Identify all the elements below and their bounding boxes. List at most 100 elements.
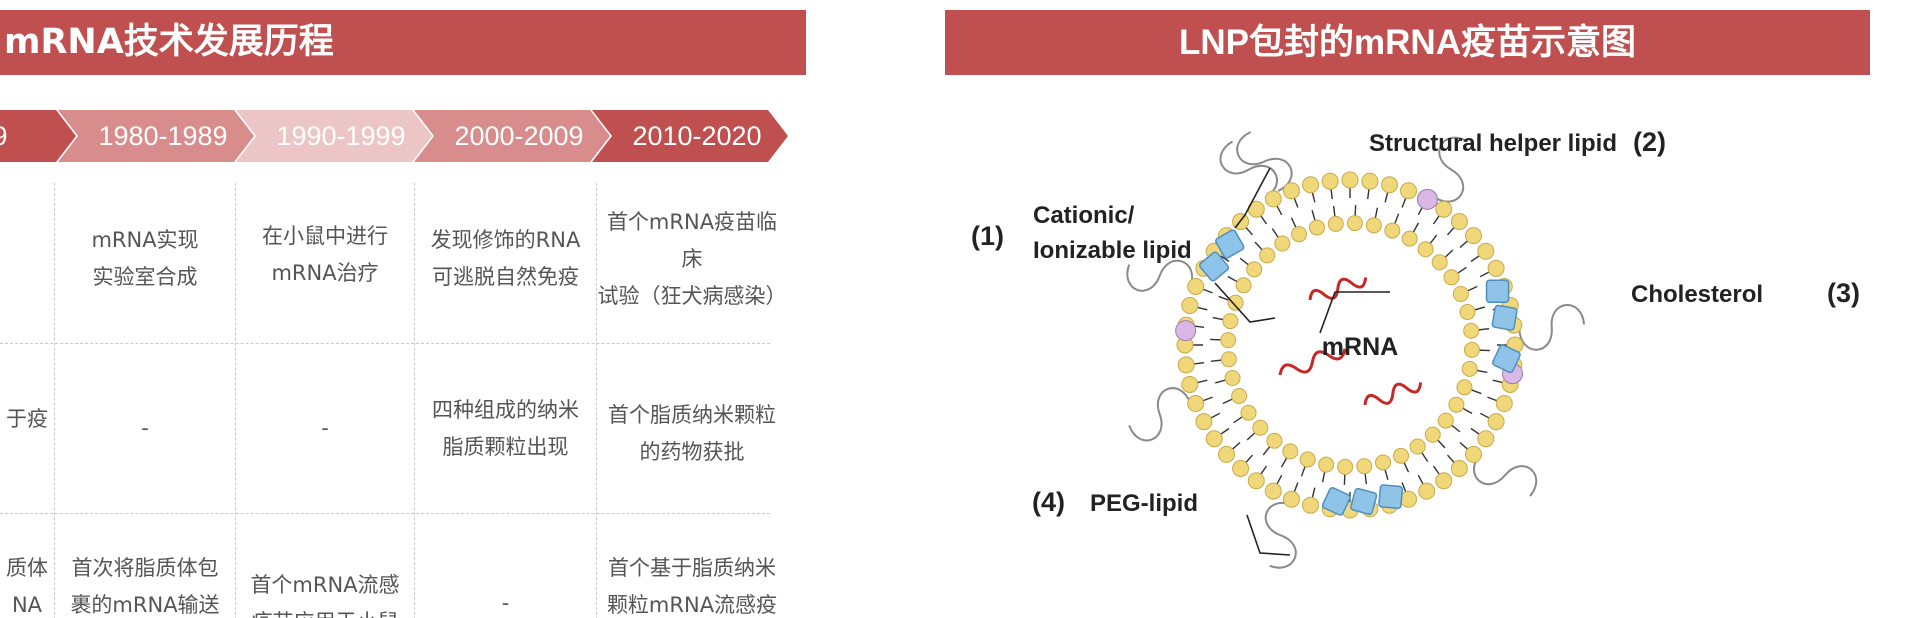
lipid-head <box>1231 387 1248 404</box>
table-cell: - <box>501 591 510 615</box>
lipid-head <box>1361 172 1379 190</box>
timeline-segment-2: 1980-1989 <box>58 110 254 162</box>
lipid-head <box>1463 322 1480 339</box>
peg-chain <box>1434 136 1468 203</box>
lipid-head <box>1302 496 1320 514</box>
table-cell: 在小鼠中进行 mRNA治疗 <box>262 224 388 285</box>
lipid-head <box>1266 432 1283 449</box>
lipid-head <box>1337 458 1354 475</box>
lipid-head <box>1450 460 1468 478</box>
lipid-head <box>1321 172 1339 190</box>
lipid-head <box>1401 230 1418 247</box>
lipid-head <box>1400 182 1418 200</box>
lipid-head <box>1220 332 1237 349</box>
leader-line-peg <box>1246 514 1291 556</box>
table-cell: 首次将脂质体包 裹的mRNA输送 <box>70 556 220 617</box>
lipid-head <box>1418 482 1436 500</box>
lipid-head <box>1274 235 1291 252</box>
timeline-segment-5: 2010-2020 <box>592 110 788 162</box>
timeline-bar: 979 1980-1989 1990-1999 2000-2009 2010-2… <box>0 110 810 162</box>
timeline-title: mRNA技术发展历程 <box>0 10 806 75</box>
table-cell <box>0 175 54 343</box>
lipid-head <box>1375 454 1392 471</box>
lipid-head <box>1437 412 1454 429</box>
helper-lipid <box>1416 188 1438 210</box>
column-divider <box>596 183 597 618</box>
table-cell: 首个mRNA流感 疫苗应用于小鼠 <box>250 573 400 618</box>
row-divider <box>0 343 770 344</box>
cholesterol-molecule <box>1491 304 1518 331</box>
lipid-head <box>1195 413 1213 431</box>
peg-chains <box>1126 131 1586 569</box>
table-cell: 于疫 <box>6 406 48 431</box>
label-peg-number: (4) <box>1032 487 1065 517</box>
lipid-head <box>1246 261 1263 278</box>
lipid-head <box>1356 458 1373 475</box>
lipid-head <box>1400 490 1418 508</box>
lipid-head <box>1247 472 1265 490</box>
peg-chain <box>1128 387 1192 442</box>
table-cell: 首个脂质纳米颗粒 的药物获批 <box>608 402 776 464</box>
cholesterol-molecule <box>1215 229 1245 259</box>
lipid-head <box>1365 217 1382 234</box>
cholesterol-molecule <box>1350 487 1378 515</box>
label-peg-lipid: PEG-lipid <box>1090 490 1198 517</box>
label-structural-number: (2) <box>1633 127 1666 157</box>
lipid-head <box>1435 200 1453 218</box>
peg-chain <box>1236 131 1293 192</box>
lipid-head <box>1240 404 1257 421</box>
table-cell: 首个基于脂质纳米 颗粒mRNA流感疫 <box>606 556 778 617</box>
mrna-strand <box>1363 382 1423 406</box>
diagram-panel: LNP包封的mRNA疫苗示意图 (2) Structural helper li… <box>945 0 1915 618</box>
lipid-head <box>1465 445 1483 463</box>
cholesterol-molecule <box>1199 251 1230 282</box>
lipid-head <box>1380 176 1398 194</box>
diagram-title: LNP包封的mRNA疫苗示意图 <box>945 10 1870 75</box>
lipid-head <box>1452 286 1469 303</box>
mrna-strands <box>1278 277 1423 406</box>
timeline-panel: mRNA技术发展历程 979 1980-1989 1990-1999 2000-… <box>0 0 810 618</box>
lipid-head <box>1217 445 1235 463</box>
cholesterol-molecule <box>1378 484 1404 510</box>
peg-chain <box>1126 259 1193 292</box>
leader-line-structural <box>1234 167 1271 229</box>
lipid-head <box>1181 375 1199 393</box>
peg-chain <box>1219 140 1278 199</box>
cholesterol-molecule <box>1492 344 1521 374</box>
helper-lipid <box>1175 320 1197 342</box>
mrna-strand <box>1308 277 1368 301</box>
lipid-head <box>1282 182 1300 200</box>
lipid-head <box>1477 430 1495 448</box>
label-cholesterol-number: (3) <box>1827 278 1860 308</box>
table-cell: - <box>321 416 329 440</box>
lipid-head <box>1487 413 1505 431</box>
cholesterol-molecule <box>1321 487 1351 516</box>
label-mrna: mRNA <box>1322 333 1398 361</box>
label-cholesterol: Cholesterol <box>1631 281 1763 308</box>
lipid-head <box>1443 269 1460 286</box>
lipid-head <box>1264 190 1282 208</box>
lipid-head <box>1346 215 1363 232</box>
lipid-head <box>1459 303 1476 320</box>
cholesterol-molecules <box>1199 229 1521 516</box>
table-cell: 质体 NA <box>6 556 48 617</box>
lipid-head <box>1424 426 1441 443</box>
lipid-head <box>1384 222 1401 239</box>
lipid-head <box>1299 451 1316 468</box>
table-cell: 首个mRNA疫苗临床 试验（狂犬病感染） <box>597 209 787 308</box>
label-cationic-line2: Ionizable lipid <box>1033 237 1192 264</box>
lipid-head <box>1302 176 1320 194</box>
lipid-head <box>1264 482 1282 500</box>
leader-line-cationic <box>1214 282 1276 323</box>
peg-chain <box>1518 304 1586 351</box>
peg-chain <box>1264 502 1297 569</box>
lipid-head <box>1477 242 1495 260</box>
lipid-head <box>1448 396 1465 413</box>
timeline-segment-3: 1990-1999 <box>236 110 432 162</box>
lipid-head <box>1181 297 1199 315</box>
lipid-head <box>1435 472 1453 490</box>
lnp-diagram: (2) Structural helper lipid (1) Cationic… <box>971 127 1860 569</box>
lipid-head <box>1235 277 1252 294</box>
lipid-head <box>1282 443 1299 460</box>
lipid-head <box>1220 351 1237 368</box>
